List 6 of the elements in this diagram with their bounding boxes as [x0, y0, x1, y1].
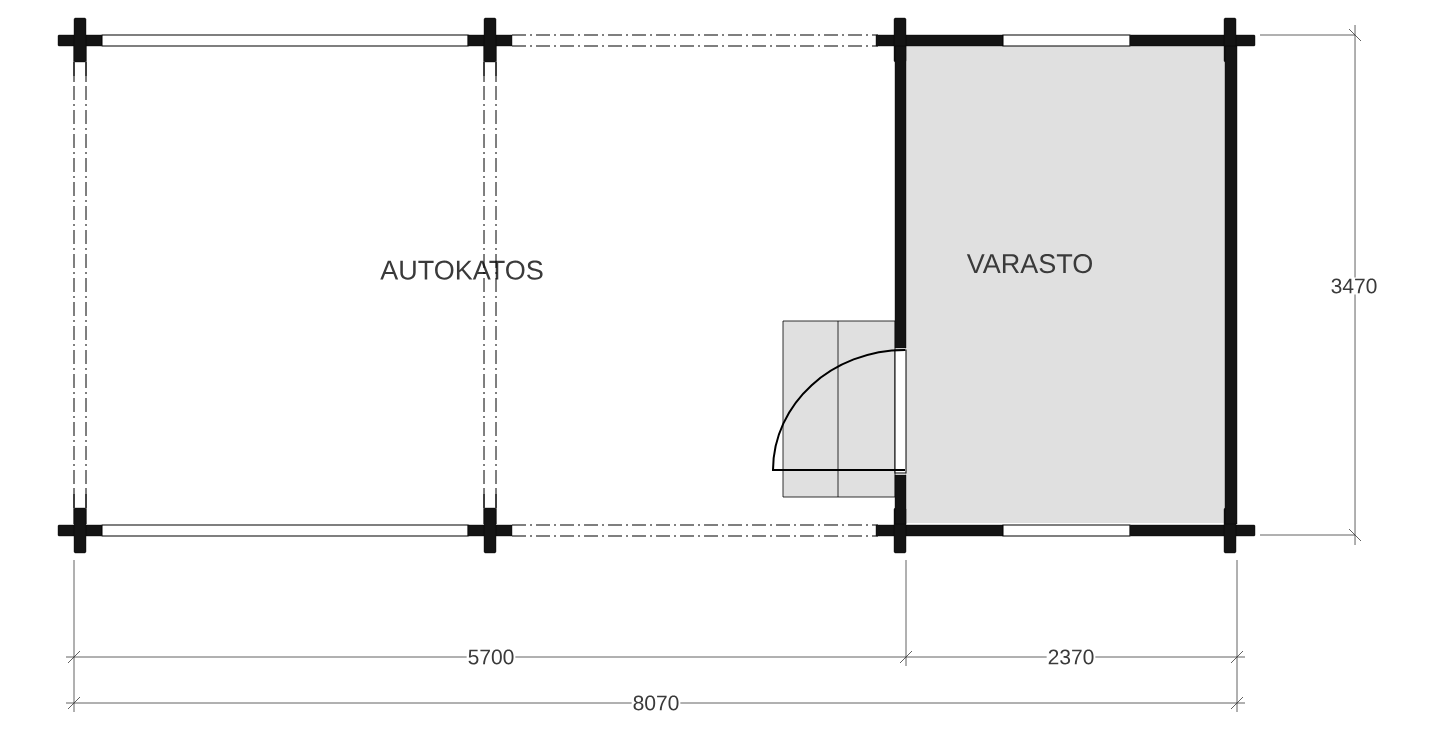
carport-area: AUTOKATOS — [380, 260, 543, 280]
dimension-label: 2370 — [1046, 648, 1096, 666]
dimension-label: 5700 — [466, 648, 516, 666]
dimension-label: 3470 — [1329, 277, 1379, 295]
storage-room: VARASTO — [905, 45, 1225, 523]
dimension-label: 8070 — [631, 694, 681, 712]
